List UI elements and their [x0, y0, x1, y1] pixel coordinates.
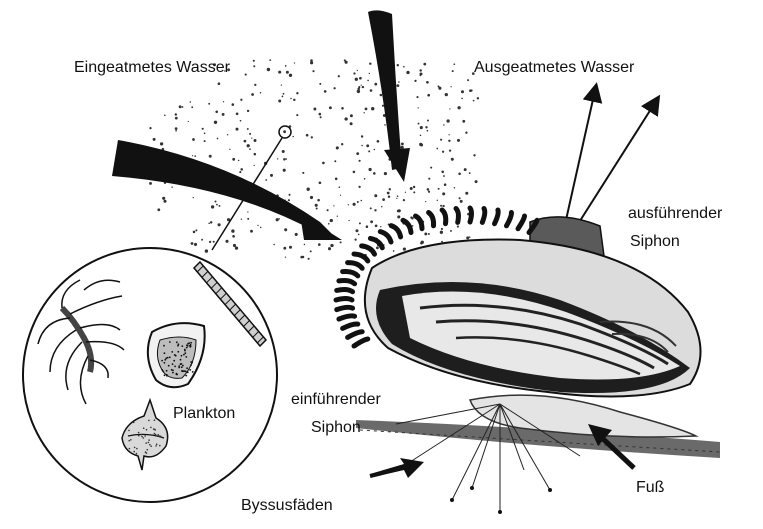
plankton-inset [23, 248, 277, 502]
inflow-arrow-left [112, 140, 334, 236]
label-foot: Fuß [636, 478, 664, 498]
label-excurrent-siphon-1: ausführender [628, 204, 722, 224]
outflow-arrow-1 [566, 86, 596, 220]
inflow-arrow-top [368, 10, 402, 170]
inflow-arrow-top-head [384, 148, 410, 182]
label-incurrent-siphon-2: Siphon [311, 418, 361, 438]
label-exhaled-water: Ausgeatmetes Wasser [474, 58, 634, 78]
label-inhaled-water: Eingeatmetes Wasser [74, 58, 230, 78]
label-byssus: Byssusfäden [241, 496, 333, 516]
inflow-arrow-left-head [300, 214, 342, 240]
label-plankton: Plankton [173, 404, 235, 424]
label-excurrent-siphon-2: Siphon [630, 232, 680, 252]
label-incurrent-siphon-1: einführender [291, 390, 381, 410]
